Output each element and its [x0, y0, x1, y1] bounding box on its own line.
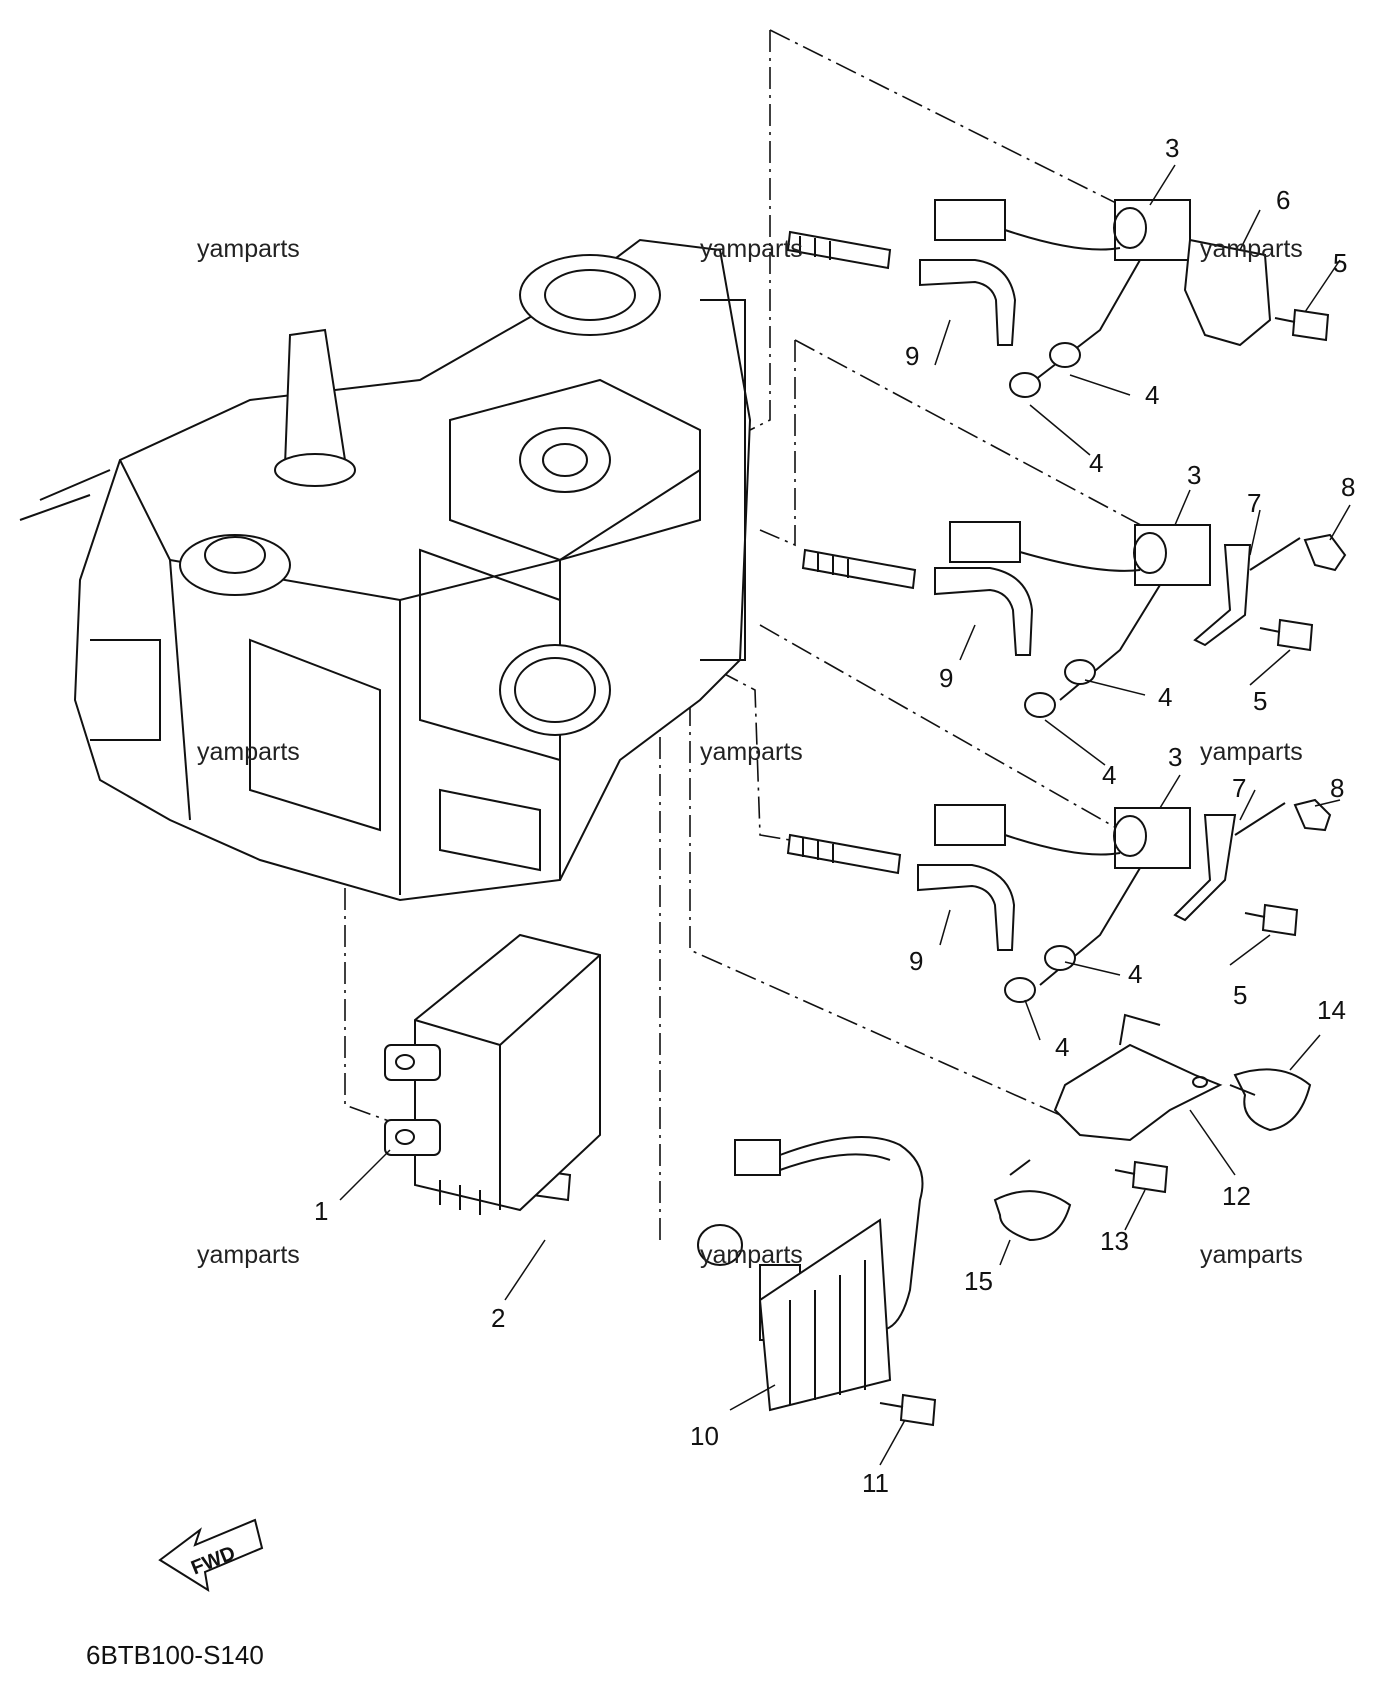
callout-5: 5 [1253, 686, 1268, 716]
spark-plug-lower [786, 833, 902, 875]
cover-part-6 [1183, 238, 1272, 347]
bolt-11 [879, 1393, 937, 1427]
watermark: yamparts [197, 1241, 300, 1269]
callout-2: 2 [491, 1303, 506, 1333]
watermark: yamparts [197, 738, 300, 766]
callout-4: 4 [1128, 959, 1143, 989]
callout-9: 9 [909, 946, 924, 976]
callout-5: 5 [1333, 248, 1348, 278]
clip-part-14 [1229, 1068, 1312, 1132]
callout-4: 4 [1102, 760, 1117, 790]
callout-3: 3 [1187, 460, 1202, 490]
bolt-13 [1114, 1160, 1169, 1194]
callout-6: 6 [1276, 185, 1291, 215]
spark-plug-upper [786, 230, 892, 270]
clip-part-15 [993, 1159, 1072, 1242]
rectifier-regulator [697, 1136, 924, 1412]
clip-upper [1303, 533, 1347, 572]
callout-7: 7 [1232, 773, 1247, 803]
callout-3: 3 [1165, 133, 1180, 163]
callout-4: 4 [1089, 448, 1104, 478]
watermark: yamparts [1200, 1241, 1303, 1269]
watermark: yamparts [1200, 235, 1303, 263]
callout-4: 4 [1055, 1032, 1070, 1062]
watermark: yamparts [700, 738, 803, 766]
callout-8: 8 [1330, 773, 1345, 803]
callout-14: 14 [1317, 995, 1346, 1025]
leader-lines [339, 164, 1351, 1466]
callout-12: 12 [1222, 1181, 1251, 1211]
bracket-upper [1193, 537, 1301, 647]
engine-block [19, 238, 752, 902]
callout-3: 3 [1168, 742, 1183, 772]
callout-5: 5 [1233, 980, 1248, 1010]
callout-15: 15 [964, 1266, 993, 1296]
spark-plug-middle [801, 548, 917, 590]
bracket-part-12 [1053, 1013, 1223, 1142]
bolt-5-upper [1274, 308, 1330, 342]
ignition-coil-middle [949, 521, 1211, 718]
callout-4: 4 [1145, 380, 1160, 410]
callout-10: 10 [690, 1421, 719, 1451]
plug-cap-middle [934, 567, 1034, 656]
bracket-lower [1173, 802, 1286, 922]
watermark: yamparts [700, 235, 803, 263]
bolt-5-middle [1259, 618, 1314, 652]
callout-11: 11 [862, 1468, 889, 1498]
plug-cap-lower [917, 864, 1016, 951]
watermark: yamparts [700, 1241, 803, 1269]
fwd-arrow-icon: FWD [158, 1518, 264, 1593]
callout-13: 13 [1100, 1226, 1129, 1256]
callout-9: 9 [905, 341, 920, 371]
callout-1: 1 [314, 1196, 329, 1226]
callout-9: 9 [939, 663, 954, 693]
bolt-5-lower [1244, 903, 1299, 937]
cdi-unit [384, 933, 601, 1215]
ignition-coil-upper [934, 199, 1191, 398]
clip-lower [1293, 798, 1332, 832]
diagram-code: 6BTB100-S140 [86, 1640, 264, 1670]
callout-8: 8 [1341, 472, 1356, 502]
callout-4: 4 [1158, 682, 1173, 712]
watermark: yamparts [1200, 738, 1303, 766]
ignition-coil-lower [934, 804, 1191, 1003]
callout-7: 7 [1247, 488, 1262, 518]
watermark: yamparts [197, 235, 300, 263]
plug-cap-upper [919, 259, 1017, 346]
